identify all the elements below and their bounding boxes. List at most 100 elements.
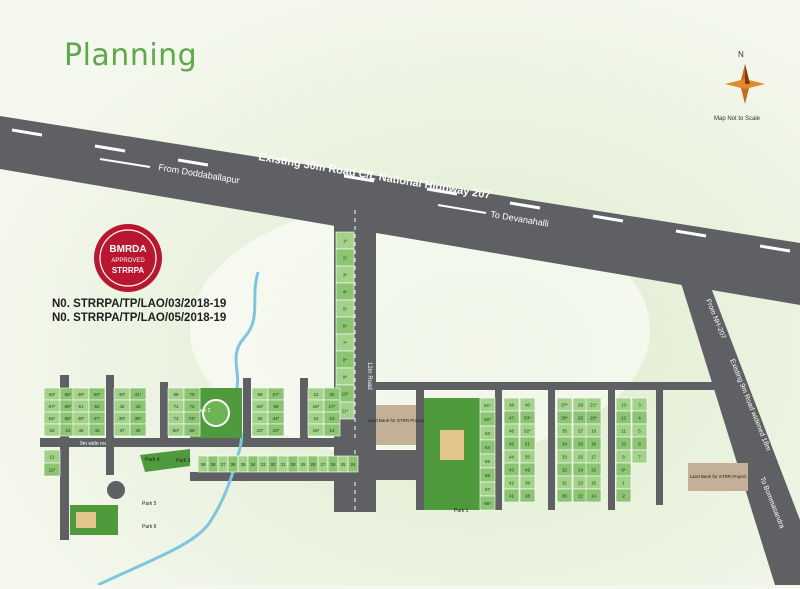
plot-label-b2-5: 43 [509, 467, 515, 472]
plot-label-left-29: 74* [189, 416, 196, 421]
plot-label-left-38: 23* [257, 428, 264, 433]
plot-label-b1-0: 61* [484, 403, 491, 408]
plot-left-15 [88, 423, 106, 437]
park-1-label: Park 1 [454, 508, 469, 514]
land-bank-2 [688, 463, 748, 491]
plot-label-left-1: 66* [65, 392, 72, 397]
scale-note: Map Not to Scale [714, 116, 761, 122]
seal-bottom-text: STRRPA [112, 266, 145, 275]
bmrda-seal: BMRDA APPROVED STRRPA [94, 224, 162, 292]
arrow-line-left [99, 158, 151, 168]
plot-label-col-a-0: 1* [343, 238, 348, 243]
plot-label-b2-50: 5 [638, 428, 641, 433]
plot-label-b2-7: 41 [509, 493, 515, 498]
plot-label-b2-36: 17 [591, 454, 597, 459]
plot-label-left-9: 50* [94, 392, 101, 397]
plot-label-row-a-9: 30 [290, 462, 296, 467]
compass-icon [725, 64, 765, 104]
plot-label-b2-47: 2 [622, 493, 625, 498]
plot-label-left-48: 13 [49, 454, 55, 459]
plot-label-left-39: 22* [273, 428, 280, 433]
plot-label-col-a-6: 7* [343, 340, 348, 345]
highway-dashes [11, 128, 791, 253]
plot-label-b2-0: 48 [509, 402, 515, 407]
plot-label-left-36: 55 [257, 416, 263, 421]
plot-left-47 [323, 423, 341, 437]
plot-label-b2-49: 4 [638, 415, 641, 420]
approval-number-1: N0. STRRPA/TP/LAO/03/2018-19 [52, 298, 227, 310]
plot-label-b2-33: 20* [590, 415, 597, 420]
plot-label-b2-1: 47 [509, 415, 515, 420]
park-4-label: Park 4 [145, 457, 160, 463]
plot-label-left-7: 61 [65, 428, 71, 433]
plot-label-b1-5: 66 [485, 473, 491, 478]
plot-label-b2-14: 39 [525, 480, 531, 485]
plot-label-left-25: 70 [189, 392, 195, 397]
plot-label-row-a-14: 25 [340, 462, 346, 467]
road-9m-label: 9m wide road [80, 441, 110, 447]
plot-label-left-10: 51 [78, 404, 84, 409]
plot-label-b2-2: 46 [509, 428, 515, 433]
land-bank-2-label: Land Bank for STRR Project [690, 474, 748, 479]
plot-label-b2-34: 19 [591, 428, 597, 433]
plot-label-b2-24: 29 [578, 402, 584, 407]
plot-b2-7 [503, 488, 520, 503]
land-bank-1-label: Land Bank for STRR Project [368, 418, 426, 423]
plot-label-left-40: 21 [313, 392, 319, 397]
plot-label-row-a-11: 28 [310, 462, 316, 467]
plot-label-b2-25: 28 [578, 415, 584, 420]
plot-label-left-30: 60* [173, 428, 180, 433]
plot-label-b1-2: 63 [485, 431, 491, 436]
plot-label-b2-12: 50 [525, 454, 531, 459]
plot-label-b2-6: 42 [509, 480, 515, 485]
plot-label-b2-38: 15 [591, 480, 597, 485]
local-streets [60, 375, 663, 540]
plot-label-b2-37: 16 [591, 467, 597, 472]
plot-row-a-15 [347, 455, 359, 473]
plot-label-left-41: 20 [329, 392, 335, 397]
plot-label-col-a-2: 3* [343, 272, 348, 277]
plot-label-b2-19: 34 [562, 441, 568, 446]
plot-label-row-a-2: 37 [220, 462, 226, 467]
plot-label-left-6: 62 [49, 428, 55, 433]
park-5-label: Park 5 [142, 501, 157, 507]
plot-label-b2-18: 35 [562, 428, 568, 433]
page-title: Planning [64, 38, 198, 73]
plot-b2-15 [519, 488, 536, 503]
plot-label-left-37: 44* [273, 416, 280, 421]
plot-label-b2-9: 53* [524, 415, 531, 420]
plot-label-b1-7: 68* [484, 501, 491, 506]
plot-label-left-21: 38* [135, 416, 142, 421]
plot-label-b2-44: 9 [622, 454, 625, 459]
plot-label-b2-48: 3 [638, 402, 641, 407]
plot-label-b2-3: 45 [509, 441, 515, 446]
arrow-line-right [437, 204, 487, 214]
plot-label-b2-10: 52* [524, 428, 531, 433]
plot-label-row-a-0: 39 [200, 462, 206, 467]
plot-label-left-5: 65* [65, 416, 72, 421]
plot-label-left-22: 37 [119, 428, 125, 433]
plot-label-b2-23: 30 [562, 493, 568, 498]
plot-label-row-a-4: 35 [240, 462, 246, 467]
plot-label-left-32: 58 [257, 392, 263, 397]
plot-label-b1-6: 67 [485, 487, 491, 492]
plot-label-b2-29: 24 [578, 467, 584, 472]
plot-label-row-a-5: 34 [250, 462, 256, 467]
plot-label-left-26: 71 [173, 404, 179, 409]
plot-label-b2-21: 32 [562, 467, 568, 472]
plot-label-left-42: 18* [313, 404, 320, 409]
plot-label-b2-52: 7 [638, 454, 641, 459]
plot-label-row-a-13: 26 [330, 462, 336, 467]
plot-label-left-47: 14 [329, 428, 335, 433]
plot-label-b1-1: 62* [484, 417, 491, 422]
internal-road-9m [40, 438, 360, 447]
park-2-label: Park 2 [196, 408, 211, 414]
park-1-plaza [440, 430, 464, 460]
plot-label-col-a-10: 11* [342, 408, 349, 413]
plot-label-b2-42: 11 [621, 428, 626, 433]
plot-label-col-a-3: 4* [343, 289, 348, 294]
plot-label-left-16: 40* [119, 392, 126, 397]
plot-label-left-20: 39* [119, 416, 126, 421]
